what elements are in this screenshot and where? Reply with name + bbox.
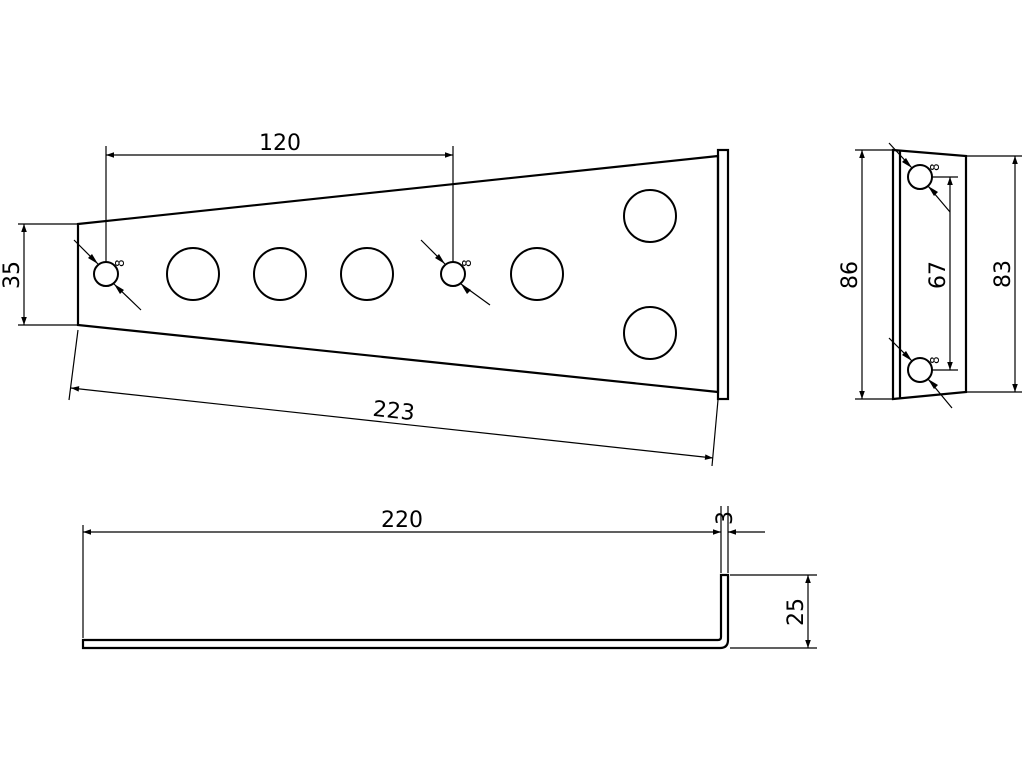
small-hole-label: 8: [928, 356, 942, 364]
dimension-label: 86: [838, 261, 863, 289]
dimension-length: 220: [82, 506, 722, 638]
dimension-label: 67: [926, 261, 951, 289]
small-hole-diameter-callout: 8: [73, 239, 142, 311]
front-view-flange-edge: [716, 148, 730, 401]
small-hole-label: 8: [113, 259, 127, 267]
large-hole: [253, 247, 307, 301]
dimension-hole-spacing: 67: [926, 176, 958, 371]
small-hole-diameter-callout: 8: [888, 142, 951, 213]
dimension-right-height: 83: [966, 155, 1022, 393]
small-hole-diameter-callout: 8: [420, 239, 491, 306]
large-hole: [510, 247, 564, 301]
bottom-view-profile: [81, 573, 730, 650]
large-hole: [166, 247, 220, 301]
dimension-label: 120: [259, 131, 301, 156]
dimension-diagonal-length: 223: [68, 329, 719, 467]
dimension-label: 220: [381, 508, 423, 533]
dimension-thickness: 3: [713, 506, 765, 573]
dimension-label: 25: [784, 598, 809, 626]
dimension-label: 223: [371, 397, 415, 426]
dimension-outer-height: 86: [838, 149, 893, 400]
bottom-view: 220 3 25: [81, 506, 817, 650]
dimension-label: 3: [713, 511, 738, 525]
dimension-hole-spacing: 120: [105, 131, 454, 262]
large-hole: [340, 247, 394, 301]
front-view-outline: [76, 154, 720, 394]
large-hole: [623, 306, 677, 360]
dimension-left-height: 35: [0, 223, 78, 326]
dimension-flange-height: 25: [730, 574, 817, 649]
dimension-label: 83: [991, 260, 1016, 288]
dimension-label: 35: [0, 261, 25, 289]
small-hole-label: 8: [460, 259, 474, 267]
side-view: 8 8 86 67 83: [838, 142, 1022, 409]
small-hole-diameter-callout: 8: [888, 337, 953, 409]
small-hole-label: 8: [928, 163, 942, 171]
front-view: 8 8 120 35 223: [0, 131, 730, 467]
large-hole: [623, 189, 677, 243]
